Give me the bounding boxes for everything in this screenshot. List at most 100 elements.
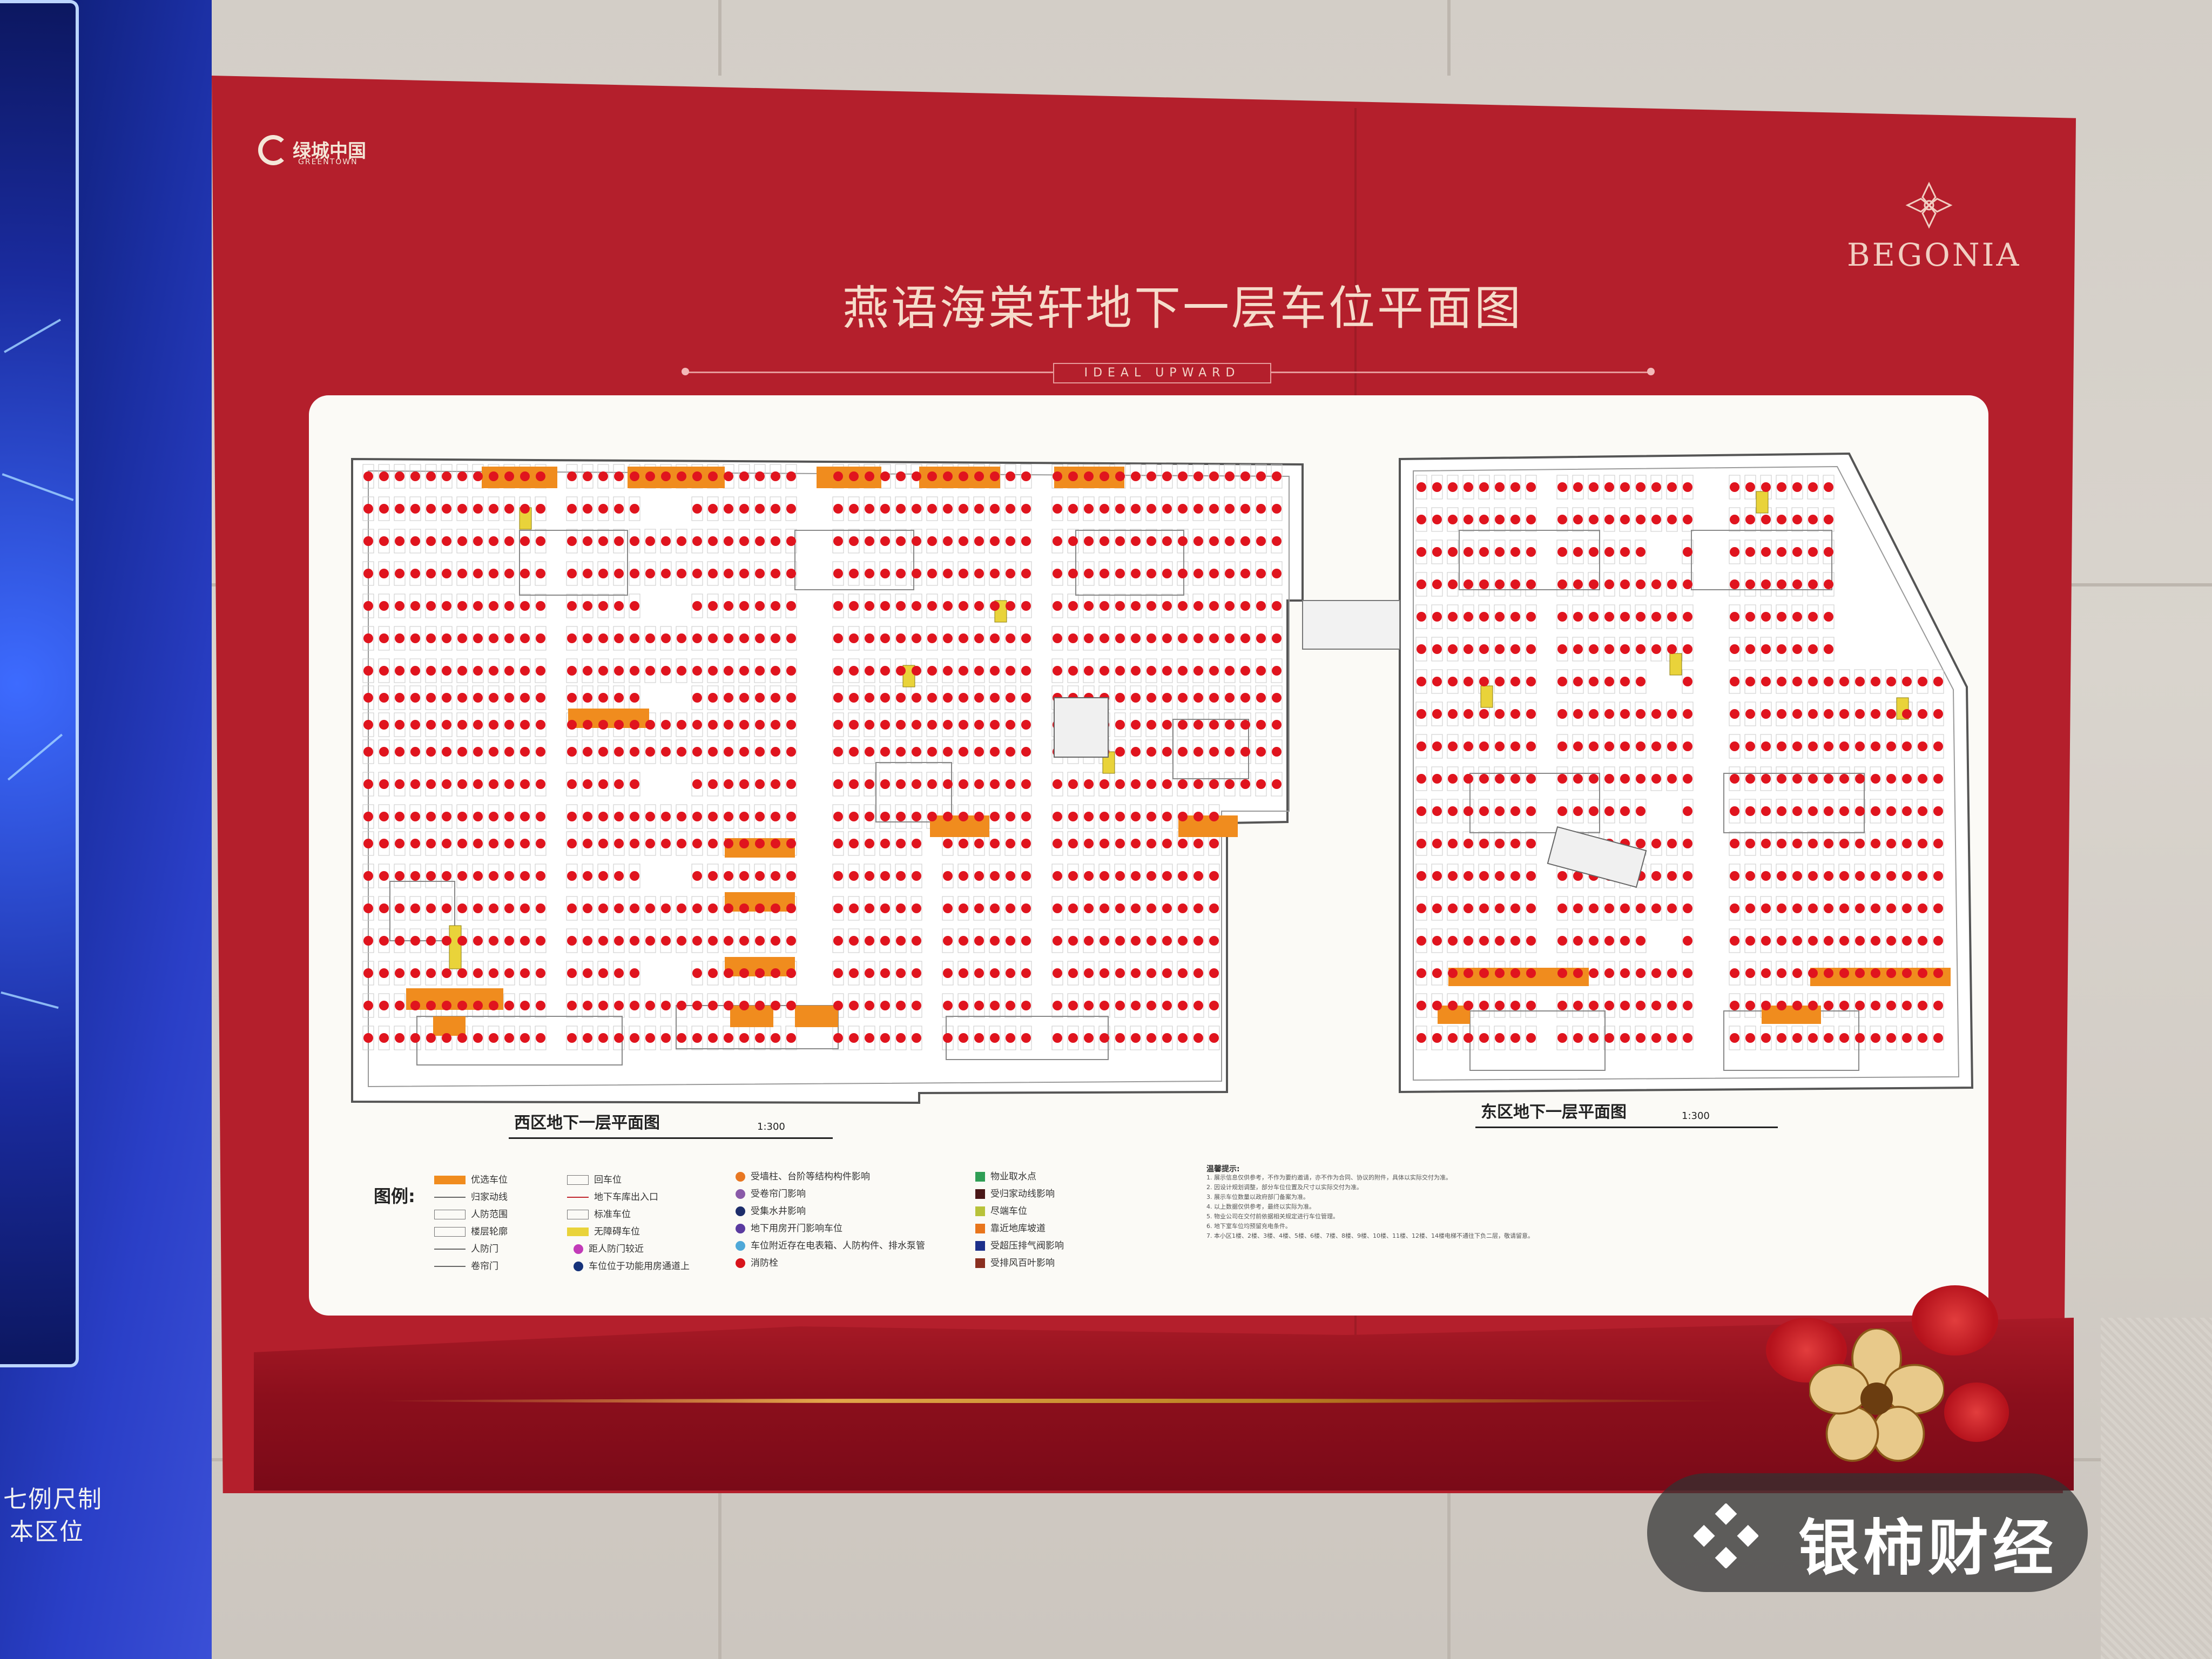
parking-space-dot [880,569,890,578]
parking-space-dot [410,871,420,881]
parking-stall [1901,1026,1913,1050]
parking-space-dot [630,471,639,481]
parking-stall [441,464,453,489]
parking-stall [1791,831,1803,856]
parking-space-dot [708,779,718,789]
parking-stall [1744,864,1756,888]
parking-stall [707,739,719,764]
parking-space-dot [849,633,859,643]
parking-stall [1494,993,1506,1018]
parking-stall [1145,496,1157,521]
parking-space-dot [583,968,592,978]
parking-stall [848,772,860,797]
parking-space-dot [974,936,984,946]
parking-stall [942,712,954,737]
parking-stall [1572,637,1584,662]
parking-stall [895,961,907,986]
parking-space-dot [1432,936,1442,946]
parking-stall [723,626,734,651]
parking-space-dot [708,471,718,481]
parking-space-dot [426,1033,436,1043]
parking-space-dot [1620,547,1630,557]
parking-stall [832,561,844,586]
parking-space-dot [426,779,436,789]
parking-stall [1760,539,1772,564]
parking-stall [691,864,703,888]
parking-space-dot [1115,839,1125,848]
parking-stall [409,529,421,554]
parking-space-dot [771,471,780,481]
parking-stall [394,831,406,856]
parking-stall [1415,961,1427,986]
parking-stall [1004,626,1016,651]
parking-stall [832,626,844,651]
parking-stall [1271,594,1283,618]
parking-stall [1619,896,1631,921]
parking-stall [472,496,484,521]
parking-space-dot [1557,482,1567,492]
parking-space-dot [1006,693,1015,703]
parking-stall [1067,961,1079,986]
parking-stall [629,561,640,586]
parking-space-dot [1209,839,1219,848]
parking-space-dot [912,693,921,703]
parking-stall [1431,1026,1443,1050]
parking-space-dot [1526,677,1536,686]
parking-stall [738,685,750,710]
parking-space-dot [739,779,749,789]
parking-stall [409,804,421,829]
parking-space-dot [1526,515,1536,524]
parking-space-dot [1256,747,1266,757]
parking-space-dot [1131,666,1141,676]
parking-stall [1494,637,1506,662]
parking-space-dot [1147,812,1156,821]
civil-defense-swatch [434,1210,466,1219]
parking-space-dot [1432,806,1442,816]
parking-space-dot [1589,515,1599,524]
parking-stall [1682,734,1694,759]
parking-stall [1729,572,1741,597]
parking-stall [973,739,985,764]
parking-space-dot [1683,515,1692,524]
parking-space-dot [583,1033,592,1043]
parking-space-dot [1479,612,1489,622]
parking-stall [707,658,719,683]
parking-space-dot [1479,1033,1489,1043]
parking-space-dot [1464,774,1473,784]
parking-stall [848,626,860,651]
parking-stall [1447,928,1459,953]
parking-stall [1791,572,1803,597]
parking-stall [597,896,609,921]
parking-space-dot [1448,936,1458,946]
parking-stall [895,772,907,797]
parking-stall [409,1026,421,1050]
parking-space-dot [990,936,1000,946]
accessible-space-swatch [567,1228,589,1236]
parking-stall [879,658,891,683]
parking-space-dot [520,601,530,611]
legend-item: 标准车位 [567,1206,631,1220]
parking-space-dot [974,968,984,978]
parking-space-dot [1417,839,1426,848]
parking-space-dot [1886,741,1896,751]
parking-stall [472,685,484,710]
parking-space-dot [880,812,890,821]
parking-space-dot [990,633,1000,643]
meter-box-dot [736,1241,745,1251]
parking-stall [1682,864,1694,888]
parking-space-dot [520,968,530,978]
parking-space-dot [1479,741,1489,751]
parking-space-dot [739,812,749,821]
parking-space-dot [708,903,718,913]
parking-stall [957,712,969,737]
parking-space-dot [1053,666,1062,676]
parking-space-dot [442,471,451,481]
parking-space-dot [1021,1001,1031,1010]
parking-space-dot [1855,774,1865,784]
parking-space-dot [504,936,514,946]
parking-stall [911,993,922,1018]
parking-stall [441,772,453,797]
parking-space-dot [1761,547,1771,557]
parking-space-dot [1886,1001,1896,1010]
parking-stall [1431,766,1443,791]
